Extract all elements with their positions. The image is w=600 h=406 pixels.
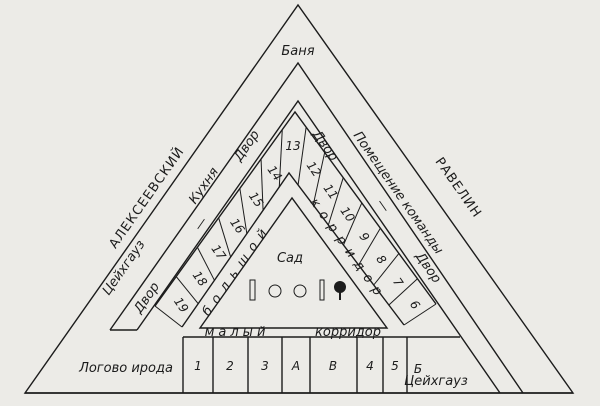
cell-number: 14 xyxy=(265,163,285,184)
garden-bed-icon xyxy=(268,284,282,298)
cell-divider xyxy=(327,177,344,226)
cell-divider xyxy=(239,188,248,234)
label-corridor-bottom-right: корридор xyxy=(315,325,381,340)
bottom-room-number: В xyxy=(329,359,337,373)
label-dvor-left-high: Двор xyxy=(231,128,263,165)
cells-inner-line xyxy=(181,171,405,328)
cell-divider xyxy=(358,227,381,266)
cells-outer-line xyxy=(154,110,437,307)
bottom-room-number: 3 xyxy=(261,359,269,373)
label-tseikhgauz-bottom: Цейхгауз xyxy=(404,374,468,389)
cell-divider xyxy=(312,152,326,206)
label-ravelin: РАВЕЛИН xyxy=(432,155,485,221)
garden-bench-icon xyxy=(249,279,256,301)
cell-divider xyxy=(343,202,363,246)
label-alekseevsky: АЛЕКСЕЕВСКИЙ xyxy=(106,144,188,252)
cell-divider xyxy=(388,278,418,306)
cell-divider xyxy=(403,303,437,326)
cell-number: 6 xyxy=(407,298,423,313)
label-sad: Сад xyxy=(277,251,303,266)
cell-number: 17 xyxy=(208,242,228,263)
cell-divider xyxy=(175,276,199,304)
cell-divider xyxy=(278,129,283,188)
label-kukhnya: Кухня xyxy=(186,165,222,207)
label-tseikhgauz-left: Цейхгауз xyxy=(100,238,149,299)
bottom-room-number: 1 xyxy=(194,359,202,373)
label-dvor-left-low: Двор xyxy=(131,280,163,317)
garden-outline xyxy=(198,196,389,329)
outer-wall xyxy=(23,3,575,394)
label-corridor-bottom-left: малый xyxy=(205,325,270,340)
cell-divider xyxy=(297,127,307,186)
cell-number: 18 xyxy=(190,268,210,289)
cell-number: 8 xyxy=(373,252,389,267)
label-dvor-right-high: Двор xyxy=(308,127,340,164)
bottom-room-walls: 1 2 3 А В 4 5 Б xyxy=(182,337,422,393)
cell-number: 19 xyxy=(171,295,191,316)
cell-divider xyxy=(218,217,232,258)
cell-dividers xyxy=(175,127,418,306)
cell-divider xyxy=(373,253,400,286)
cell-number: 13 xyxy=(285,139,300,153)
cell-divider xyxy=(154,305,183,328)
bottom-room-number: 2 xyxy=(226,359,234,373)
inner-ring-inner-line xyxy=(136,99,501,394)
cell-number: 10 xyxy=(337,204,357,225)
bottom-room-number: Б xyxy=(414,362,422,376)
label-dvor-right-low: Двор xyxy=(411,249,443,286)
cell-number: 12 xyxy=(304,159,324,180)
label-banya: Баня xyxy=(281,44,314,59)
bottom-room-number: А xyxy=(291,359,300,373)
cell-number: 9 xyxy=(356,230,372,244)
tree-icon xyxy=(334,281,346,300)
cell-divider xyxy=(196,246,215,281)
bottom-room-number: 4 xyxy=(366,359,374,373)
cell-number: 11 xyxy=(321,181,341,202)
label-logovo: Логово ирода xyxy=(78,361,173,376)
garden-bed-icon xyxy=(293,284,307,298)
cell-number: 7 xyxy=(390,275,406,290)
cell-divider xyxy=(260,159,264,211)
label-corridor-left: большой xyxy=(200,221,275,319)
inner-ring-outer-line xyxy=(109,61,524,394)
bottom-room-number: 5 xyxy=(391,359,399,373)
garden-bench-icon xyxy=(319,279,325,301)
label-dash-left: — xyxy=(191,214,211,233)
